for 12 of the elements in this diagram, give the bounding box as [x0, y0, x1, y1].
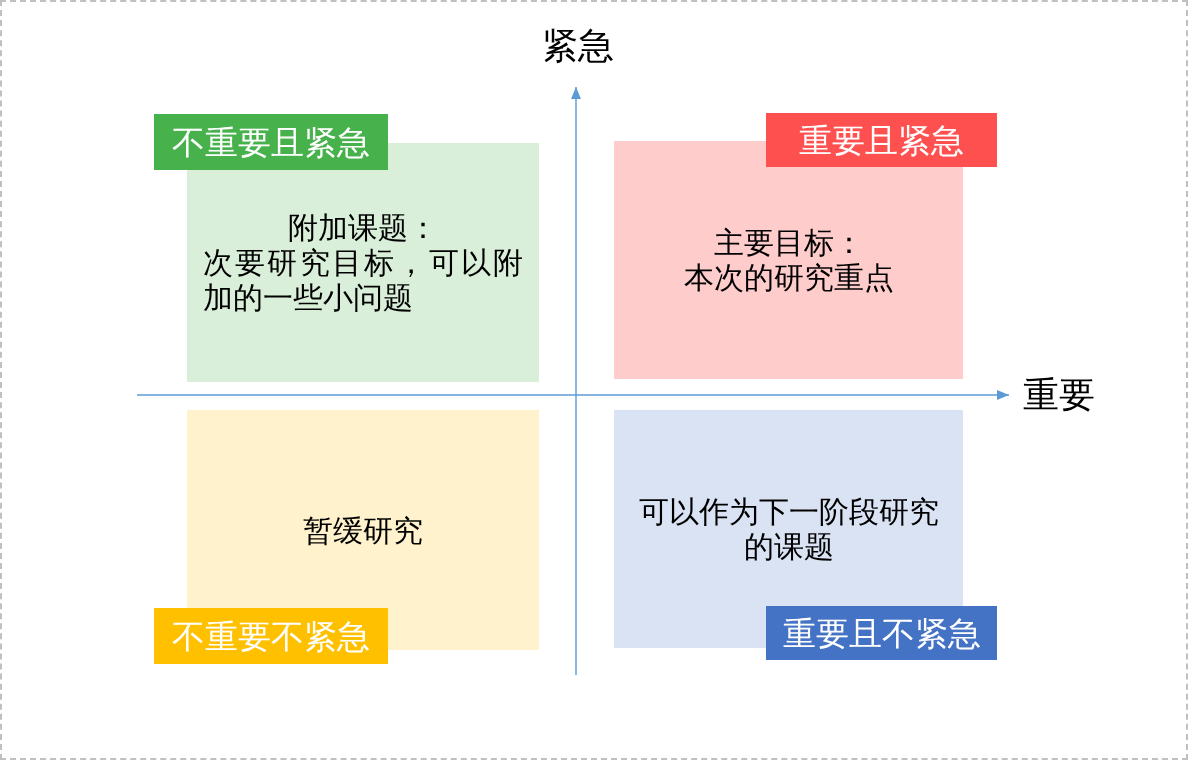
axis-label: 重要: [1023, 376, 1096, 414]
quadrant-text: 本次的研究重点: [683, 260, 894, 295]
quadrant-text: 可以作为下一阶段研究的课题: [637, 494, 940, 564]
category-tag: 不重要且紧急: [154, 114, 388, 170]
quadrant-text: 次要研究目标，可以附加的一些小问题: [203, 245, 523, 315]
quadrant-heading: 附加课题：: [288, 210, 438, 245]
category-tag: 重要且紧急: [766, 113, 997, 167]
category-tag: 重要且不紧急: [766, 606, 997, 660]
category-tag: 不重要不紧急: [154, 608, 388, 664]
quadrant-heading: 主要目标：: [713, 225, 864, 260]
axis-label: 紧急: [541, 27, 615, 65]
quadrant-text: 暂缓研究: [303, 512, 423, 548]
